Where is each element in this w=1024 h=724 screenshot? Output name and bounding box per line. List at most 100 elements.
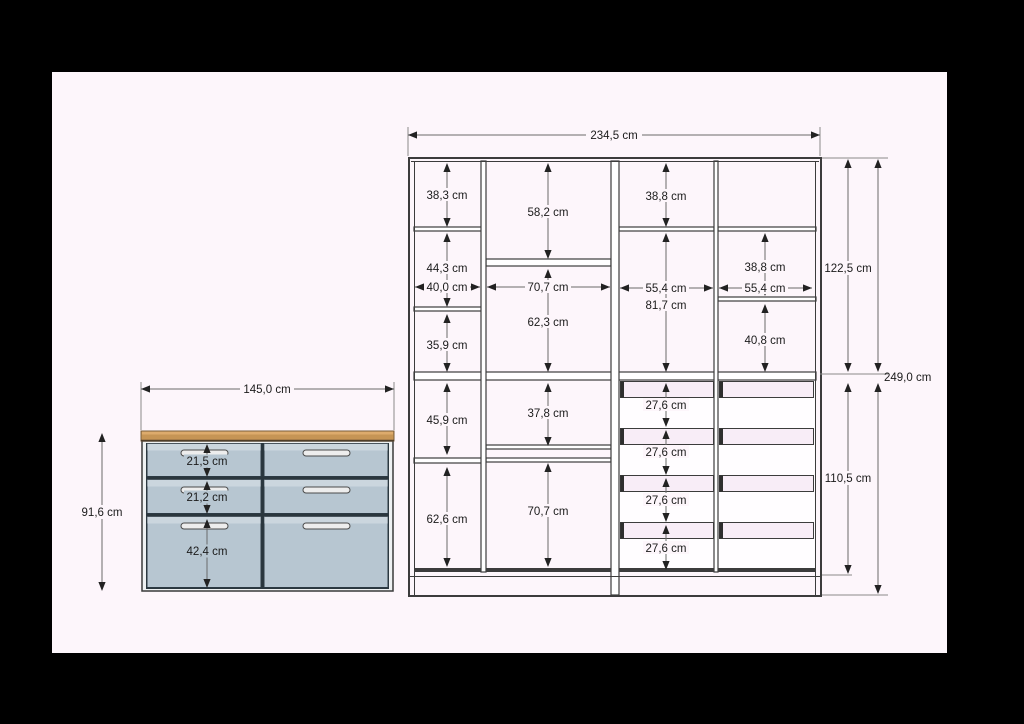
shelf — [717, 296, 817, 302]
dim-label-sideboard-width: 145,0 cm — [243, 384, 290, 396]
drawer-highlight — [147, 443, 261, 451]
shelf — [485, 444, 612, 450]
shelf — [485, 258, 612, 267]
label-bg — [525, 280, 571, 293]
dim-label-col3-r1: 38,8 cm — [646, 191, 687, 203]
label-bg — [643, 398, 689, 411]
label-bg — [525, 504, 571, 517]
drawer-highlight — [264, 516, 388, 524]
drawer-front-edge — [719, 522, 723, 539]
dim-label-sideboard-drawer-2: 21,2 cm — [187, 492, 228, 504]
dim-label-col1-r3: 35,9 cm — [427, 340, 468, 352]
drawer-front-edge — [620, 428, 624, 445]
drawer-front-edge — [719, 428, 723, 445]
dim-label-upper-height: 122,5 cm — [824, 263, 871, 275]
drawer-front-edge — [620, 475, 624, 492]
label-bg — [525, 315, 571, 328]
label-bg — [822, 471, 874, 485]
dim-label-col1-r4: 45,9 cm — [427, 415, 468, 427]
shelf — [618, 226, 715, 232]
label-bg — [240, 382, 294, 396]
label-bg — [424, 280, 470, 293]
dim-label-wardrobe-width: 234,5 cm — [590, 130, 637, 142]
label-bg — [78, 505, 126, 519]
drawer-handle — [302, 486, 351, 494]
label-bg — [742, 281, 788, 294]
label-bg — [424, 261, 470, 274]
wardrobe-structure — [408, 157, 822, 597]
dim-label-col1-r2: 44,3 cm — [427, 263, 468, 275]
drawer-front — [719, 381, 814, 398]
drawer-front-edge — [620, 381, 624, 398]
dim-label-col4-r2: 40,8 cm — [745, 335, 786, 347]
drawer-front — [719, 475, 814, 492]
label-bg — [184, 454, 230, 468]
drawer-front-edge — [620, 522, 624, 539]
drawer-highlight — [147, 516, 261, 524]
dim-label-col1-width: 40,0 cm — [427, 282, 468, 294]
label-bg — [643, 541, 689, 554]
label-bg — [643, 189, 689, 202]
label-bg — [424, 338, 470, 351]
drawer-handle — [302, 449, 351, 457]
dim-label-col2-width: 70,7 cm — [528, 282, 569, 294]
drawer-front — [263, 443, 389, 477]
dim-label-drawer-4: 27,6 cm — [646, 543, 687, 555]
wardrobe-outline — [408, 157, 822, 597]
dim-label-total-height: 249,0 cm — [884, 372, 931, 384]
label-bg — [525, 205, 571, 218]
dim-label-col3-width: 55,4 cm — [646, 283, 687, 295]
drawer-front — [719, 428, 814, 445]
drawer-highlight — [264, 443, 388, 451]
shelf — [413, 306, 483, 312]
label-bg — [424, 512, 470, 525]
label-bg — [525, 406, 571, 419]
sideboard-drawing: 145,0 cm 91,6 cm 21,5 cm 21,2 cm 42,4 cm — [78, 382, 395, 592]
label-bg — [643, 298, 689, 311]
label-bg — [742, 260, 788, 273]
dim-label-sideboard-drawer-1: 21,5 cm — [187, 456, 228, 468]
drawer-front — [719, 522, 814, 539]
drawer-front — [263, 479, 389, 514]
label-bg — [643, 445, 689, 458]
dim-label-col2-r1: 58,2 cm — [528, 207, 569, 219]
dim-label-sideboard-drawer-3: 42,4 cm — [187, 546, 228, 558]
drawer-highlight — [264, 479, 388, 487]
dim-label-col4-width: 55,4 cm — [745, 283, 786, 295]
dim-label-col2-r2: 62,3 cm — [528, 317, 569, 329]
dim-label-col3-r2: 81,7 cm — [646, 300, 687, 312]
dim-label-drawer-1: 27,6 cm — [646, 400, 687, 412]
label-bg — [184, 544, 230, 558]
worktop-highlight — [142, 431, 393, 435]
dim-label-drawer-2: 27,6 cm — [646, 447, 687, 459]
label-bg — [424, 413, 470, 426]
sideboard-dimensions: 145,0 cm 91,6 cm 21,5 cm 21,2 cm 42,4 cm — [78, 382, 395, 591]
label-bg — [822, 261, 874, 275]
shelf — [413, 457, 483, 464]
dim-label-col1-r1: 38,3 cm — [427, 190, 468, 202]
label-bg — [184, 490, 230, 504]
drawer-front-edge — [719, 475, 723, 492]
drawer-handle — [302, 522, 351, 530]
wardrobe-drawing: 234,5 cm 122,5 cm 249,0 cm 110,5 cm 38,3… — [407, 127, 931, 597]
sideboard-structure — [140, 430, 395, 592]
label-bg — [643, 493, 689, 506]
label-bg — [586, 128, 642, 142]
dim-label-col2-r3: 37,8 cm — [528, 408, 569, 420]
wardrobe-dimensions: 234,5 cm 122,5 cm 249,0 cm 110,5 cm 38,3… — [407, 127, 931, 596]
shelf — [485, 457, 612, 463]
dim-label-drawer-3: 27,6 cm — [646, 495, 687, 507]
dim-label-col2-r4: 70,7 cm — [528, 506, 569, 518]
divider — [480, 160, 487, 573]
dim-label-col4-r1: 38,8 cm — [745, 262, 786, 274]
shelf — [717, 226, 817, 232]
drawer-front-edge — [719, 381, 723, 398]
dim-label-lower-height: 110,5 cm — [825, 473, 871, 485]
label-bg — [424, 188, 470, 201]
dim-label-col1-r5: 62,6 cm — [427, 514, 468, 526]
drawer-highlight — [147, 479, 261, 487]
shelf — [413, 226, 483, 232]
center-divider — [610, 160, 620, 596]
